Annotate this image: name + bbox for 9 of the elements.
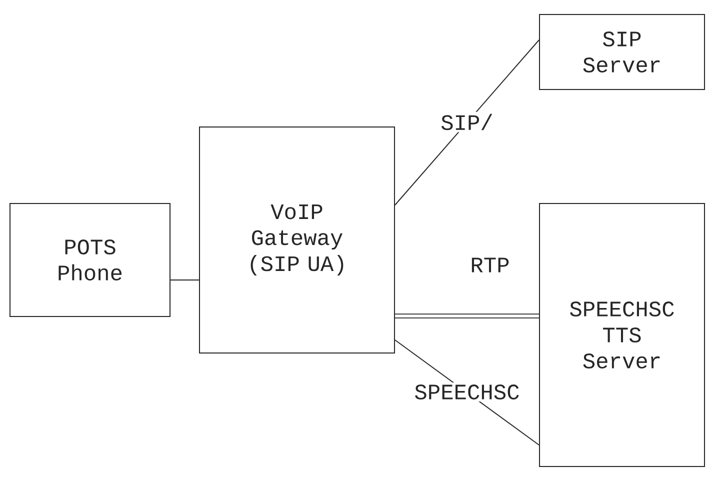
connector xyxy=(395,314,539,318)
box: VoIP Gateway (SIP UA) xyxy=(199,126,395,354)
edge-label: SPEECHSC xyxy=(412,382,522,402)
box: SPEECHSC TTS Server xyxy=(539,203,705,467)
edge-label: RTP xyxy=(468,256,512,274)
connector xyxy=(394,40,540,206)
box: SIP Server xyxy=(539,14,705,90)
edge-label: SIP/ xyxy=(438,112,496,132)
box: POTS Phone xyxy=(10,203,170,317)
